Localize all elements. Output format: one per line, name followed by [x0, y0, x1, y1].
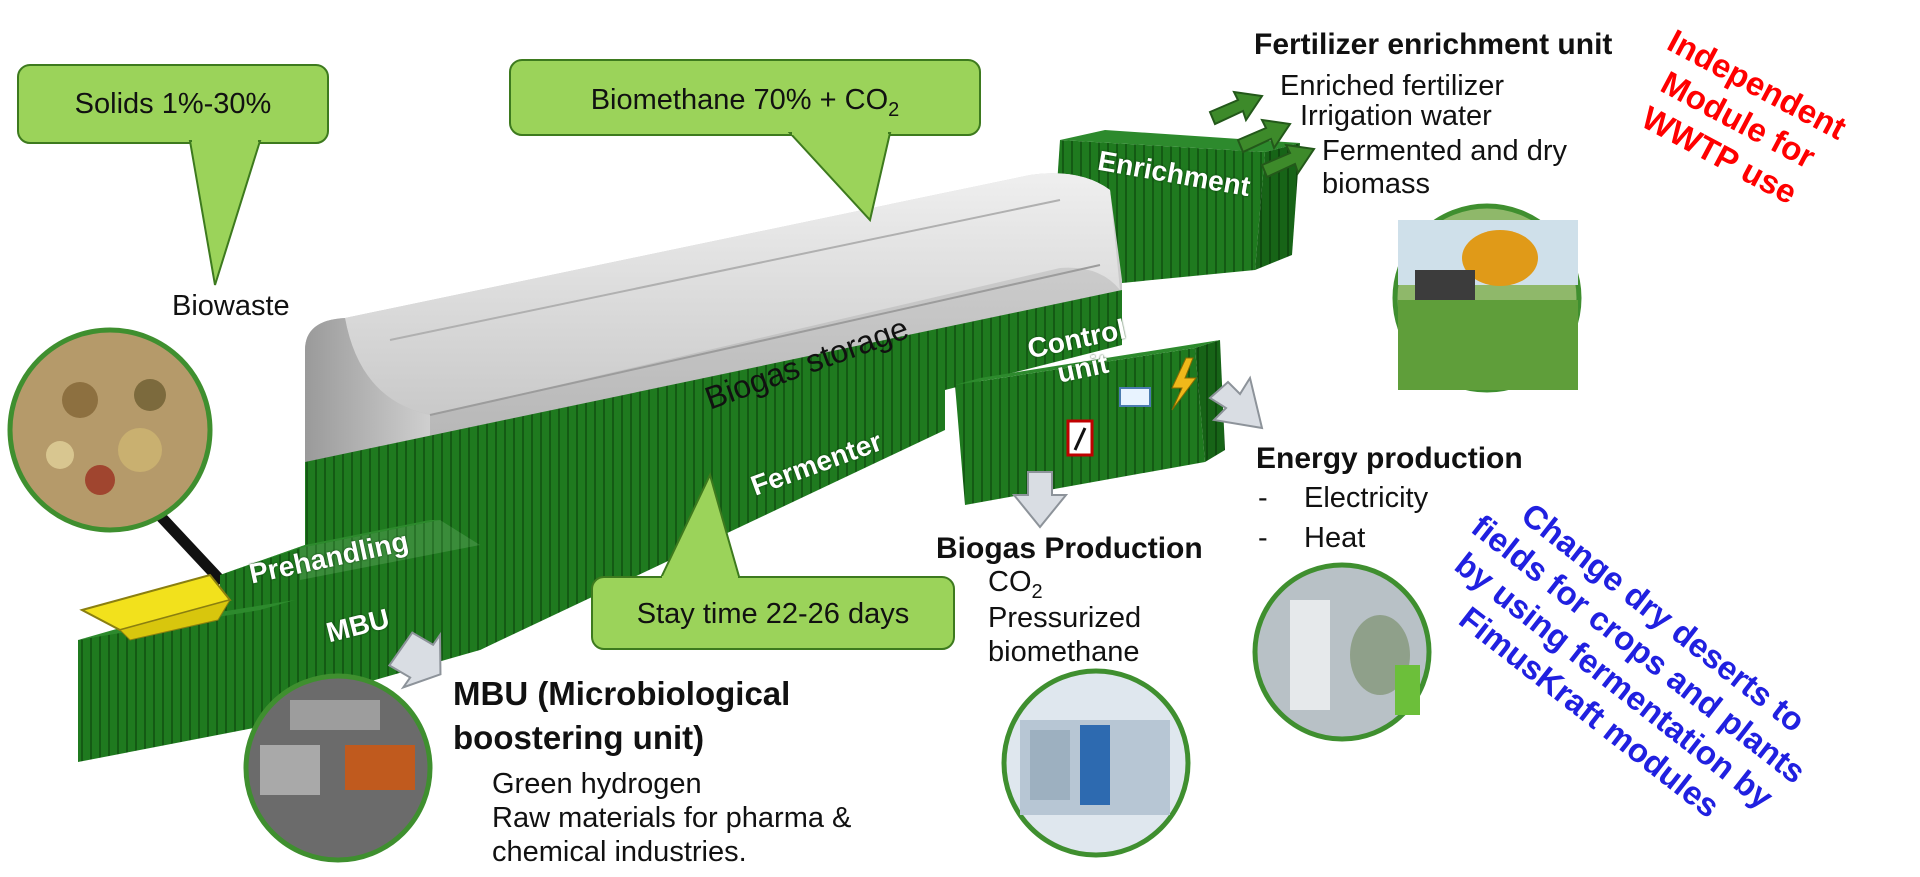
- energy-item-electricity: - Electricity: [1258, 482, 1428, 515]
- energy-bullet: -: [1258, 482, 1268, 514]
- solids-callout-label: Solids 1%-30%: [74, 88, 272, 120]
- energy-production-photo: [1252, 562, 1432, 742]
- co2-subscript: 2: [1031, 580, 1043, 603]
- energy-production-title: Energy production: [1256, 442, 1523, 475]
- mbu-item-hydrogen: Green hydrogen: [492, 768, 702, 800]
- biowaste-label: Biowaste: [172, 290, 290, 322]
- mbu-title-line1: MBU (Microbiological: [453, 675, 791, 712]
- arrow-to-mbu: [387, 631, 442, 690]
- mbu-photo: [243, 673, 433, 863]
- biomethane-callout-label: Biomethane 70% + CO2: [510, 84, 980, 122]
- mbu-title-line2: boostering unit): [453, 719, 705, 756]
- callout-biomethane: [509, 59, 981, 223]
- stay-time-callout-label: Stay time 22-26 days: [636, 598, 910, 630]
- fertilizer-item-irrigation: Irrigation water: [1300, 100, 1492, 132]
- mbu-item-raw-materials: Raw materials for pharma &: [492, 802, 852, 834]
- lightning-icon: [1171, 357, 1197, 411]
- fertilizer-item-biomass: biomass: [1322, 168, 1430, 200]
- biogas-production-pressurized: Pressurized: [988, 602, 1142, 634]
- biowaste-photo: [7, 327, 213, 533]
- mbu-item-chemical: chemical industries.: [492, 836, 747, 868]
- biogas-production-biomethane: biomethane: [988, 636, 1140, 668]
- energy-item-heat-text: Heat: [1304, 522, 1366, 554]
- fertilizer-title: Fertilizer enrichment unit: [1254, 28, 1613, 61]
- biogas-production-title: Biogas Production: [936, 532, 1203, 565]
- energy-item-electricity-text: Electricity: [1304, 482, 1429, 514]
- fertilizer-item-fermented: Fermented and dry: [1322, 135, 1568, 167]
- fertilizer-arrows: [1208, 90, 1316, 179]
- callout-stay-time: [591, 472, 955, 650]
- mbu-title: MBU (Microbiological boostering unit): [453, 672, 790, 760]
- arrow-to-biogas-production: [1011, 471, 1069, 529]
- energy-bullet: -: [1258, 522, 1268, 554]
- biogas-storage-tank: [305, 173, 1122, 470]
- biogas-production-co2: CO2: [988, 566, 1043, 604]
- fertilizer-item-enriched: Enriched fertilizer: [1280, 70, 1505, 102]
- fertilizer-photo: [1392, 203, 1582, 393]
- hopper-container: [78, 573, 295, 762]
- co2-base: CO: [988, 566, 1032, 598]
- biomethane-callout-text: Biomethane 70% + CO: [590, 84, 889, 116]
- biomethane-callout-subscript: 2: [888, 98, 900, 121]
- callout-solids: [17, 64, 329, 286]
- control-unit-module: [955, 340, 1225, 505]
- biogas-production-photo: [1001, 668, 1191, 858]
- arrow-to-energy-production: [1208, 375, 1264, 430]
- energy-item-heat: - Heat: [1258, 522, 1365, 555]
